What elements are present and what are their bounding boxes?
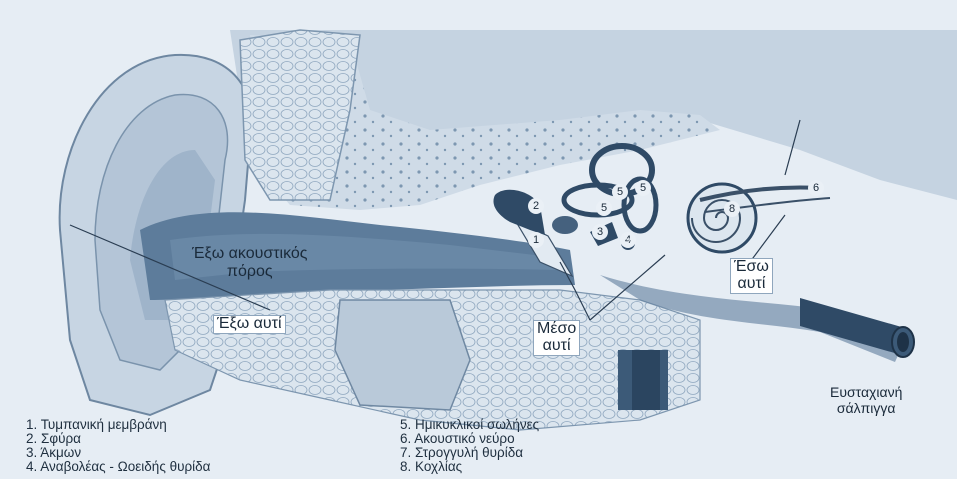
marker-semicircular-canal-c: 5 xyxy=(596,200,612,216)
marker-tympanic-membrane: 1 xyxy=(528,232,544,248)
outer-canal-label: Έξω ακουστικός πόρος xyxy=(192,245,308,281)
incus xyxy=(552,216,578,234)
eustachian-tube-label: Ευσταχιανή σάλπιγγα xyxy=(830,384,902,416)
legend-item: 4. Αναβολέας - Ωοειδής θυρίδα xyxy=(26,460,210,474)
legend-item: 3. Άκμων xyxy=(26,446,210,460)
marker-incus: 3 xyxy=(592,224,608,240)
legend-item: 6. Ακουστικό νεύρο xyxy=(400,432,539,446)
marker-round-window: 7 xyxy=(620,235,636,251)
legend-item: 1. Τυμπανική μεμβράνη xyxy=(26,418,210,432)
inner-ear-label: Έσω αυτί xyxy=(730,258,773,294)
parotid-gland xyxy=(335,300,470,410)
middle-ear-label: Μέσο αυτί xyxy=(533,320,580,356)
marker-auditory-nerve: 6 xyxy=(808,180,824,196)
marker-semicircular-canal-b: 5 xyxy=(635,180,651,196)
legend-item: 7. Στρογγυλή θυρίδα xyxy=(400,446,539,460)
legend-item: 5. Ημικυκλικοί σωλήνες xyxy=(400,418,539,432)
legend-left: 1. Τυμπανική μεμβράνη 2. Σφύρα 3. Άκμων … xyxy=(26,418,210,474)
legend-item: 8. Κοχλίας xyxy=(400,460,539,474)
legend-item: 2. Σφύρα xyxy=(26,432,210,446)
internal-carotid-shadow xyxy=(632,350,660,410)
legend-right: 5. Ημικυκλικοί σωλήνες 6. Ακουστικό νεύρ… xyxy=(400,418,539,474)
marker-cochlea: 8 xyxy=(724,201,740,217)
marker-malleus: 2 xyxy=(528,198,544,214)
marker-semicircular-canal-a: 5 xyxy=(612,184,628,200)
outer-ear-label: Έξω αυτί xyxy=(213,315,286,334)
